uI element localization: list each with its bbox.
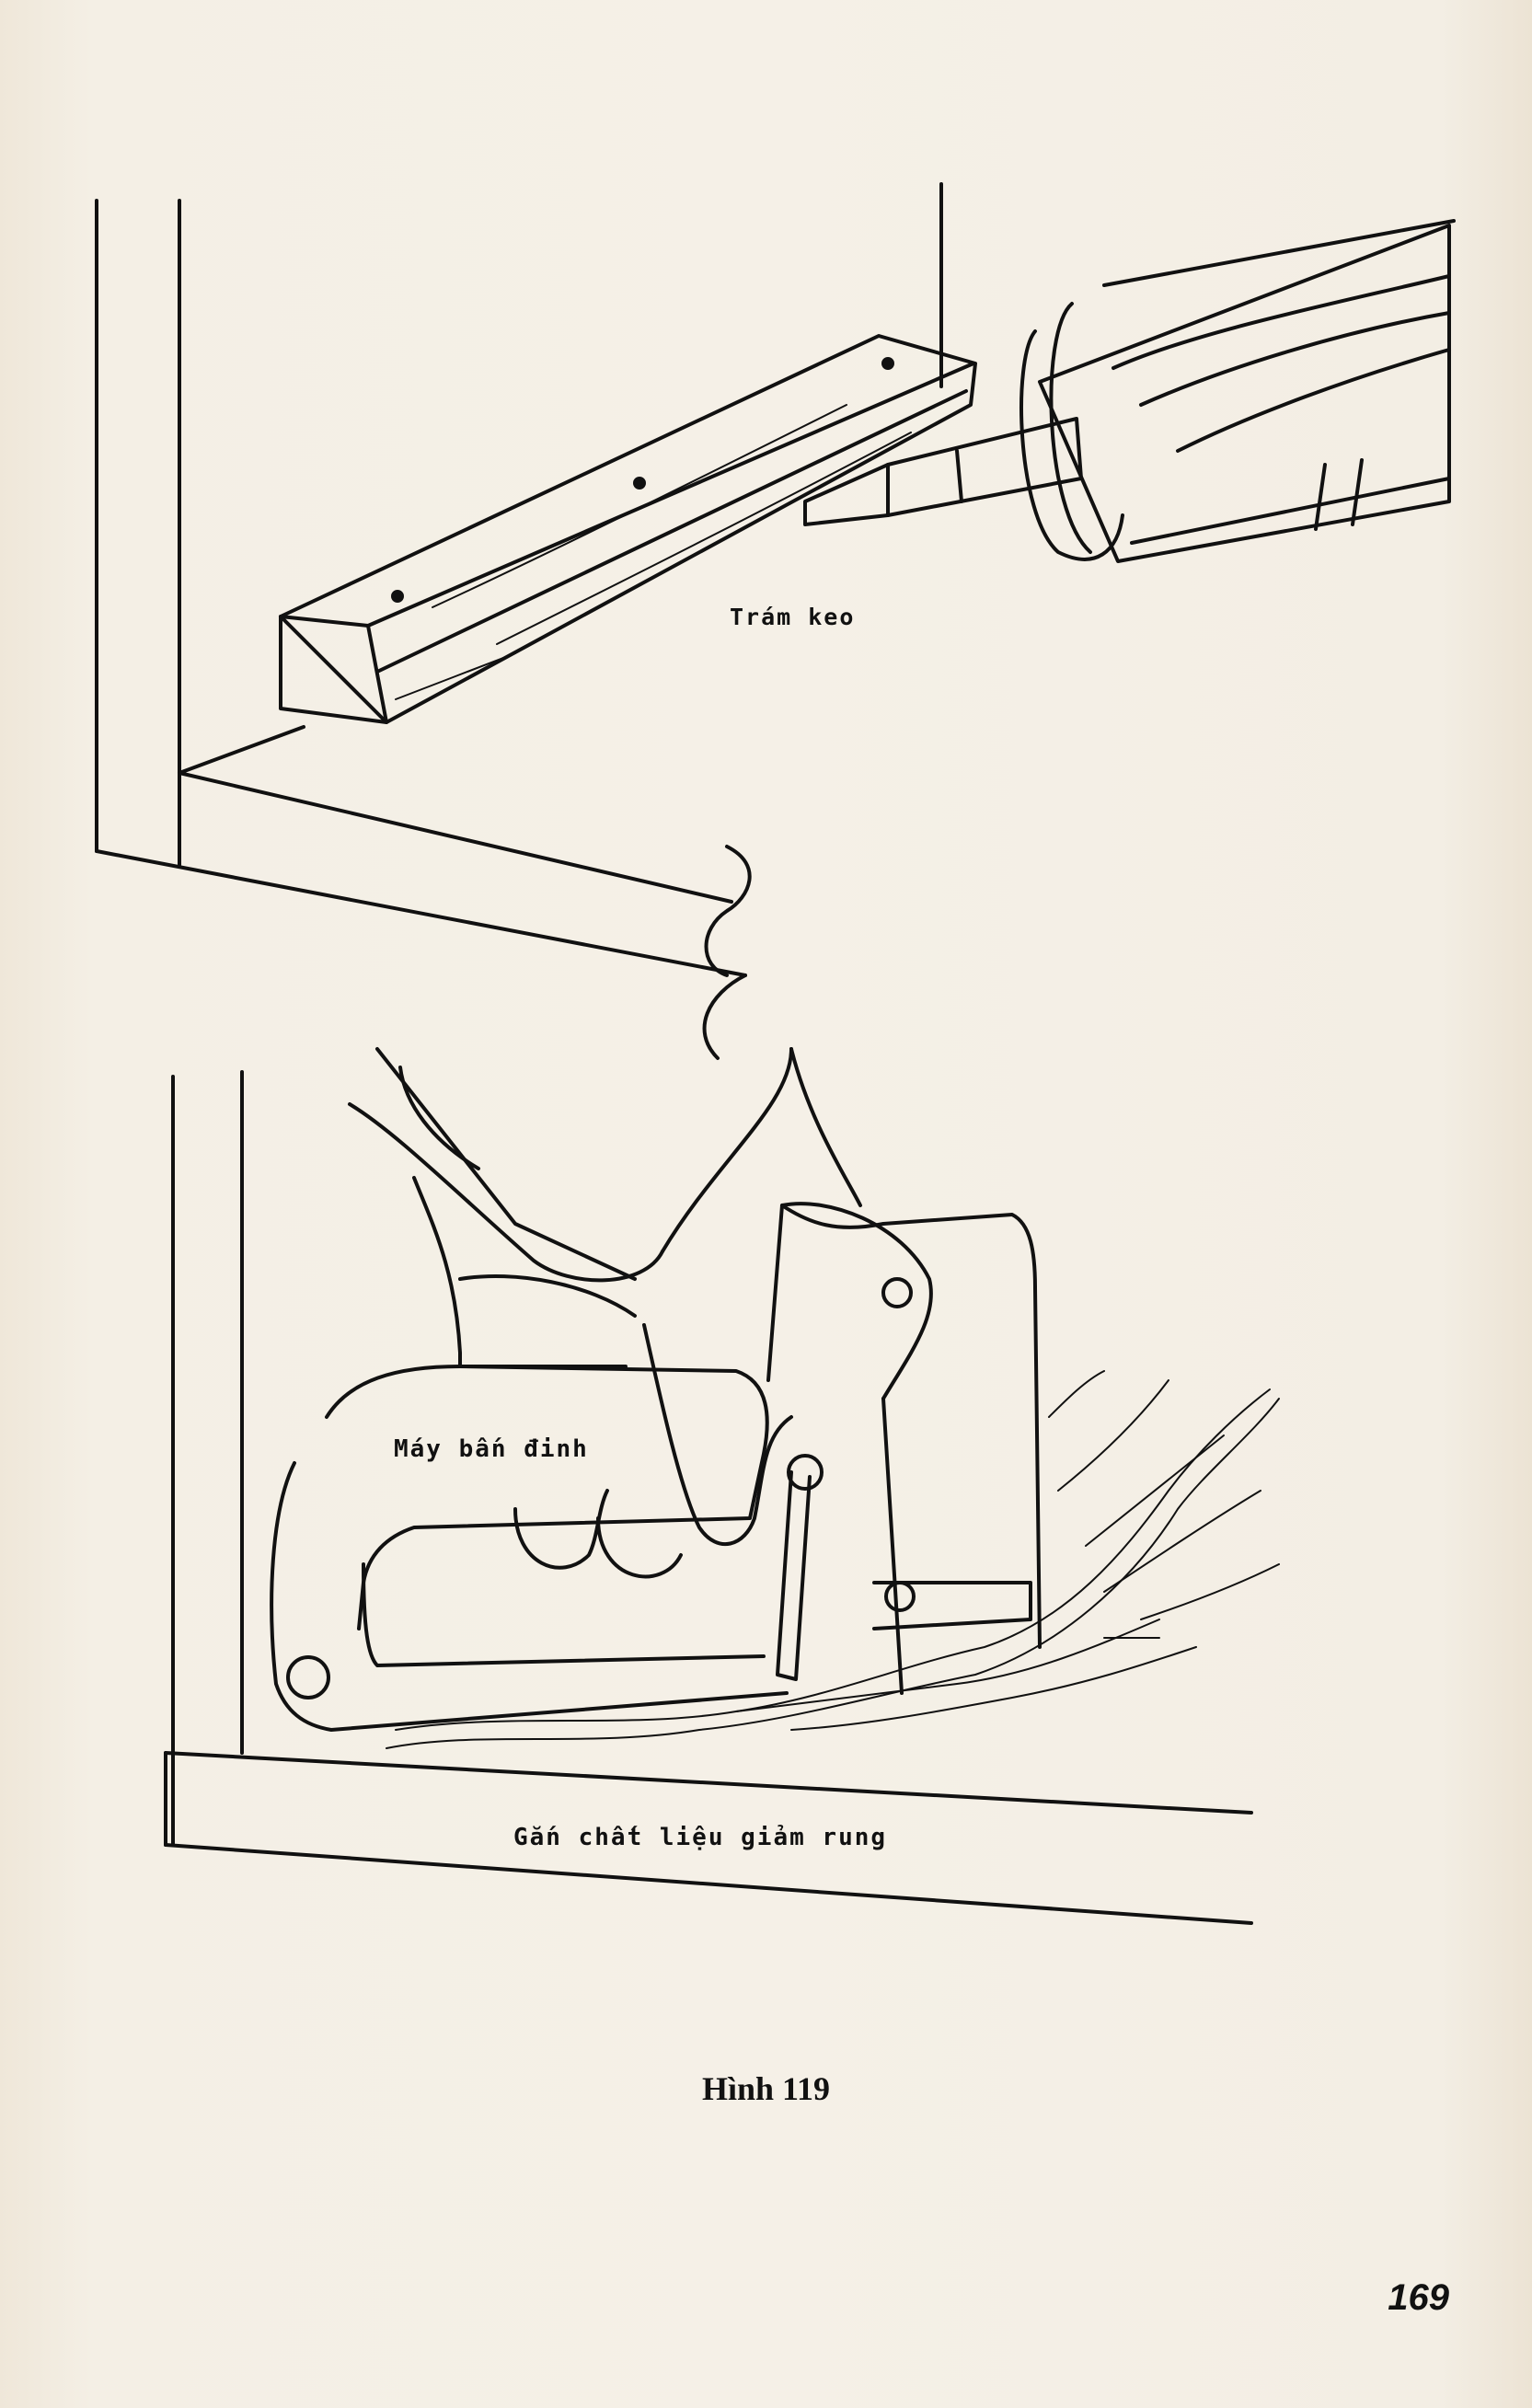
- page-number: 169: [1388, 2277, 1449, 2318]
- staple-gun: [270, 1202, 1042, 1732]
- label-staple-gun: Máy bấn đinh: [394, 1435, 589, 1463]
- damping-material: [386, 1370, 1280, 1749]
- label-sealant: Trám keo: [730, 604, 856, 630]
- top-panel-wall: [95, 182, 943, 1060]
- label-damping-material: Gắn chất liệu giảm rung: [513, 1824, 888, 1851]
- bottom-panel-wall: [164, 1070, 1253, 1925]
- figure-caption: Hình 119: [701, 2070, 831, 2107]
- sealant-gun: [803, 219, 1456, 563]
- hand: [348, 1047, 862, 1579]
- wood-batten: [279, 334, 977, 724]
